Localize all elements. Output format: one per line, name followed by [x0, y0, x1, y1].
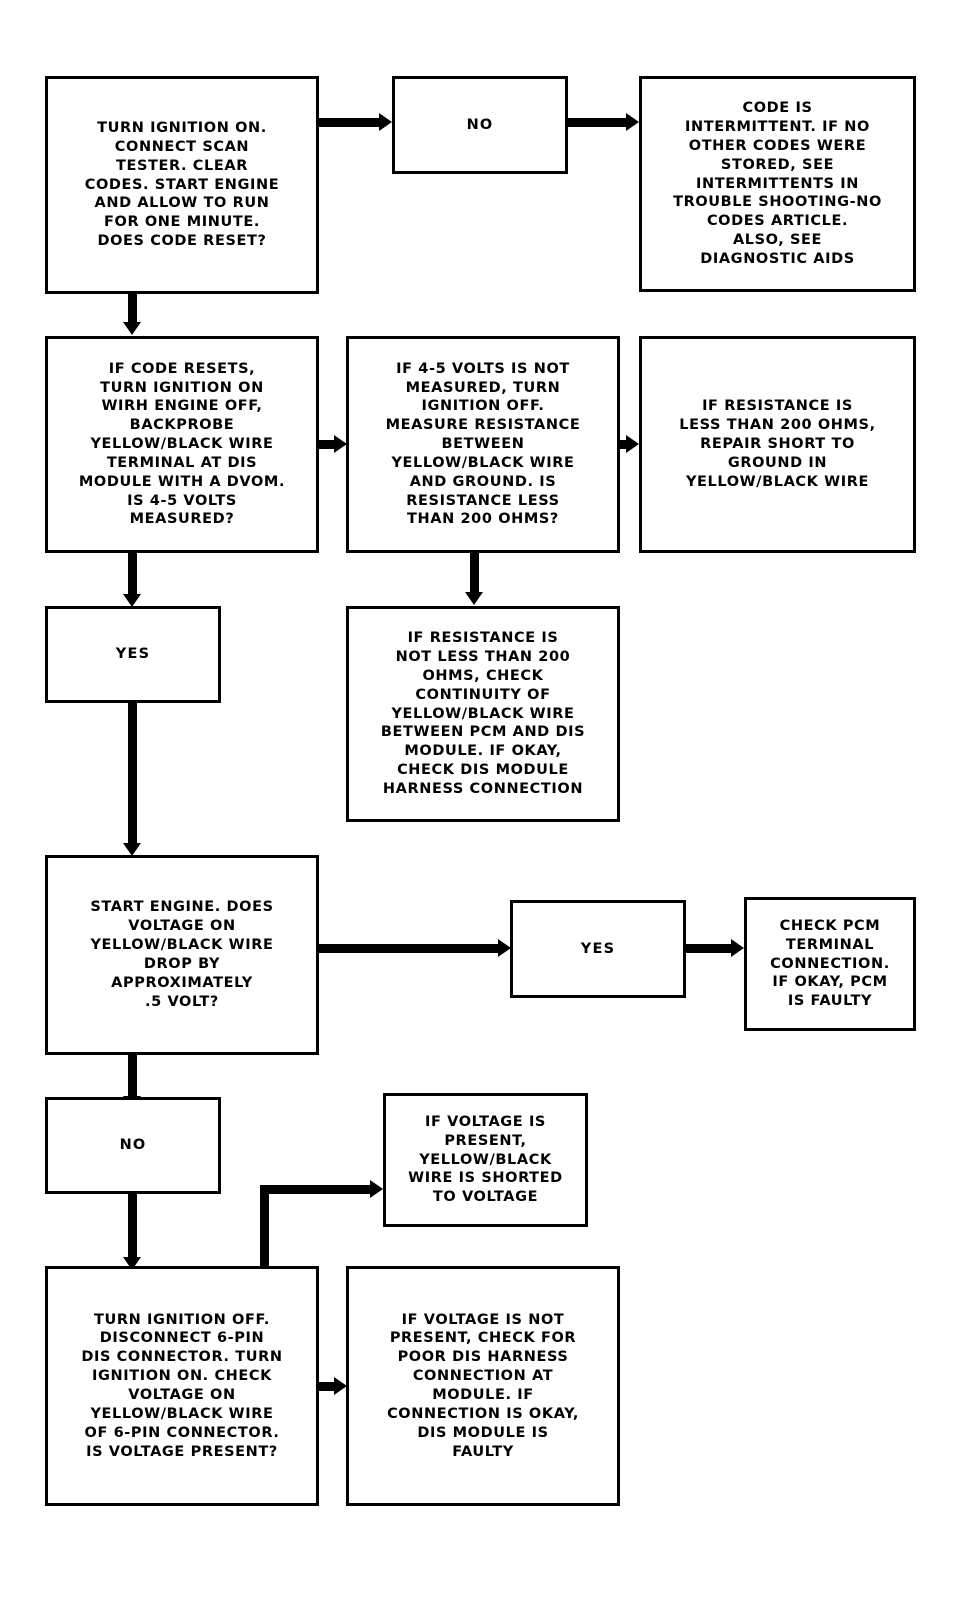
- edge-n14-to-n15-line: [319, 1382, 337, 1391]
- edge-n10-to-n11-arrowhead: [731, 939, 744, 957]
- edge-n9-to-n10-line: [319, 944, 502, 953]
- node-text: NO: [119, 1137, 147, 1154]
- node-if-code-resets-backprobe: IF CODE RESETS, TURN IGNITION ON WIRH EN…: [45, 336, 319, 553]
- edge-n14-to-n13-vertical: [260, 1185, 269, 1267]
- node-repair-short-to-ground: IF RESISTANCE IS LESS THAN 200 OHMS, REP…: [639, 336, 916, 553]
- node-check-continuity-pcm-dis: IF RESISTANCE IS NOT LESS THAN 200 OHMS,…: [346, 606, 620, 822]
- node-measure-resistance-to-ground: IF 4-5 VOLTS IS NOT MEASURED, TURN IGNIT…: [346, 336, 620, 553]
- edge-n9-to-n12-line: [128, 1055, 137, 1100]
- node-text: IF RESISTANCE IS LESS THAN 200 OHMS, REP…: [679, 398, 876, 490]
- edge-n5-to-n6-arrowhead: [626, 435, 639, 453]
- node-wire-shorted-to-voltage: IF VOLTAGE IS PRESENT, YELLOW/BLACK WIRE…: [383, 1093, 588, 1227]
- node-text: CODE IS INTERMITTENT. IF NO OTHER CODES …: [673, 100, 882, 267]
- edge-n4-to-n7-arrowhead: [123, 594, 141, 607]
- node-text: IF CODE RESETS, TURN IGNITION ON WIRH EN…: [78, 360, 286, 528]
- node-start-engine-voltage-drop: START ENGINE. DOES VOLTAGE ON YELLOW/BLA…: [45, 855, 319, 1055]
- node-text: IF 4-5 VOLTS IS NOT MEASURED, TURN IGNIT…: [385, 360, 581, 528]
- node-dis-module-is-faulty: IF VOLTAGE IS NOT PRESENT, CHECK FOR POO…: [346, 1266, 620, 1506]
- node-text: NO: [466, 116, 494, 133]
- node-text: YES: [580, 940, 616, 957]
- edge-n5-to-n6-line: [620, 440, 629, 449]
- edge-n2-to-n3-line: [568, 118, 627, 127]
- node-text: TURN IGNITION OFF. DISCONNECT 6-PIN DIS …: [81, 1311, 283, 1460]
- edge-n14-to-n13-arrowhead: [370, 1180, 383, 1198]
- edge-n12-to-n14-line: [128, 1194, 137, 1260]
- edge-n2-to-n3-arrowhead: [626, 113, 639, 131]
- edge-n14-to-n15-arrowhead: [334, 1377, 347, 1395]
- edge-n14-to-n13-horizontal: [260, 1185, 373, 1194]
- node-text: TURN IGNITION ON. CONNECT SCAN TESTER. C…: [84, 120, 280, 250]
- edge-n5-to-n8-arrowhead: [465, 592, 483, 605]
- node-text: START ENGINE. DOES VOLTAGE ON YELLOW/BLA…: [90, 899, 274, 1010]
- edge-n4-to-n7-line: [128, 553, 137, 597]
- node-text: IF RESISTANCE IS NOT LESS THAN 200 OHMS,…: [380, 630, 586, 797]
- node-decision-no-lower: NO: [45, 1097, 221, 1194]
- node-decision-yes-lower: YES: [510, 900, 686, 998]
- node-text: CHECK PCM TERMINAL CONNECTION. IF OKAY, …: [770, 917, 890, 1010]
- node-text: YES: [115, 646, 151, 663]
- node-decision-no-top: NO: [392, 76, 568, 174]
- edge-n1-to-n4-arrowhead: [123, 322, 141, 335]
- node-disconnect-6-pin-connector: TURN IGNITION OFF. DISCONNECT 6-PIN DIS …: [45, 1266, 319, 1506]
- node-text: IF VOLTAGE IS NOT PRESENT, CHECK FOR POO…: [387, 1311, 579, 1460]
- edge-n7-to-n9-arrowhead: [123, 843, 141, 856]
- edge-n1-to-n4-line: [128, 294, 137, 324]
- node-decision-yes-upper: YES: [45, 606, 221, 703]
- node-check-pcm-terminal: CHECK PCM TERMINAL CONNECTION. IF OKAY, …: [744, 897, 916, 1031]
- edge-n7-to-n9-line: [128, 703, 137, 846]
- edge-n9-to-n10-arrowhead: [498, 939, 511, 957]
- edge-n1-to-n2-arrowhead: [379, 113, 392, 131]
- node-turn-ignition-on-start: TURN IGNITION ON. CONNECT SCAN TESTER. C…: [45, 76, 319, 294]
- node-text: IF VOLTAGE IS PRESENT, YELLOW/BLACK WIRE…: [408, 1113, 563, 1206]
- edge-n1-to-n2-line: [319, 118, 380, 127]
- edge-n5-to-n8-line: [470, 553, 479, 595]
- edge-n4-to-n5-line: [319, 440, 337, 449]
- node-code-is-intermittent: CODE IS INTERMITTENT. IF NO OTHER CODES …: [639, 76, 916, 292]
- edge-n4-to-n5-arrowhead: [334, 435, 347, 453]
- edge-n10-to-n11-line: [686, 944, 733, 953]
